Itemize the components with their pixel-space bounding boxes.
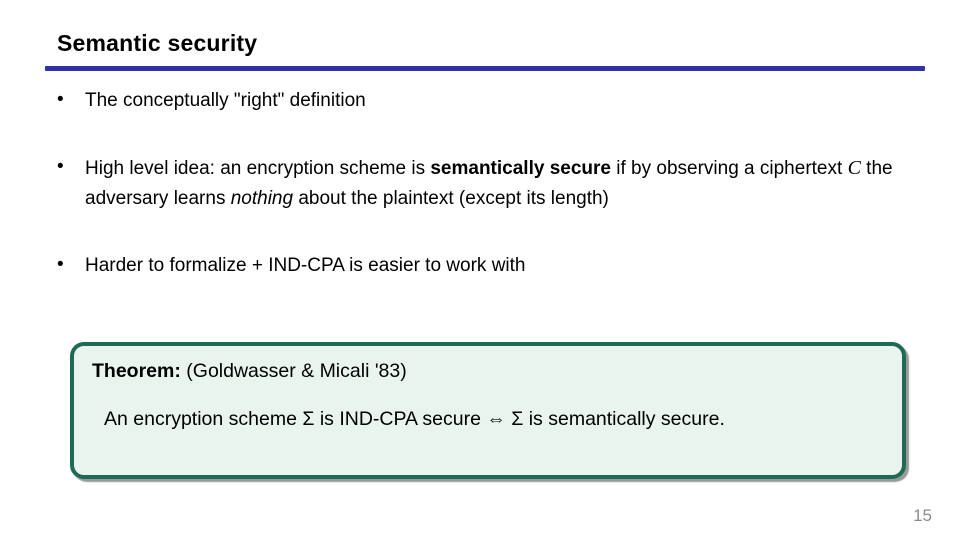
text-segment: semantically secure bbox=[430, 158, 611, 179]
text-segment: The conceptually "right" definition bbox=[85, 90, 366, 111]
theorem-box: Theorem: (Goldwasser & Micali '83) An en… bbox=[70, 342, 906, 479]
bullet-item: • Harder to formalize + IND-CPA is easier… bbox=[57, 251, 913, 281]
page-number: 15 bbox=[913, 506, 932, 525]
title-underline-rule bbox=[45, 66, 925, 71]
text-segment: about the plaintext (except its length) bbox=[293, 188, 609, 209]
theorem-header: Theorem: (Goldwasser & Micali '83) bbox=[92, 360, 902, 383]
page-title: Semantic security bbox=[57, 30, 258, 56]
bullet-item: • The conceptually "right" definition bbox=[57, 86, 913, 116]
text-segment: An encryption scheme Σ is IND-CPA secure… bbox=[104, 408, 725, 430]
text-segment: Harder to formalize + IND-CPA is easier … bbox=[85, 255, 526, 276]
bullet-glyph: • bbox=[57, 156, 64, 177]
bullet-glyph: • bbox=[57, 254, 64, 275]
text-segment: Theorem: bbox=[92, 360, 181, 382]
bullet-glyph: • bbox=[57, 89, 64, 110]
text-segment: nothing bbox=[230, 188, 294, 209]
bullet-item: • High level idea: an encryption scheme i… bbox=[57, 153, 913, 214]
text-segment: High level idea: an encryption scheme is bbox=[85, 158, 431, 179]
theorem-statement: An encryption scheme Σ is IND-CPA secure… bbox=[104, 408, 902, 431]
math-symbol: C bbox=[847, 157, 861, 179]
text-segment: the adversary learns bbox=[85, 158, 893, 209]
bullet-list: • The conceptually "right" definition • Hig… bbox=[57, 86, 913, 318]
text-segment: (Goldwasser & Micali '83) bbox=[180, 360, 407, 382]
text-segment: if by observing a ciphertext bbox=[610, 158, 848, 179]
